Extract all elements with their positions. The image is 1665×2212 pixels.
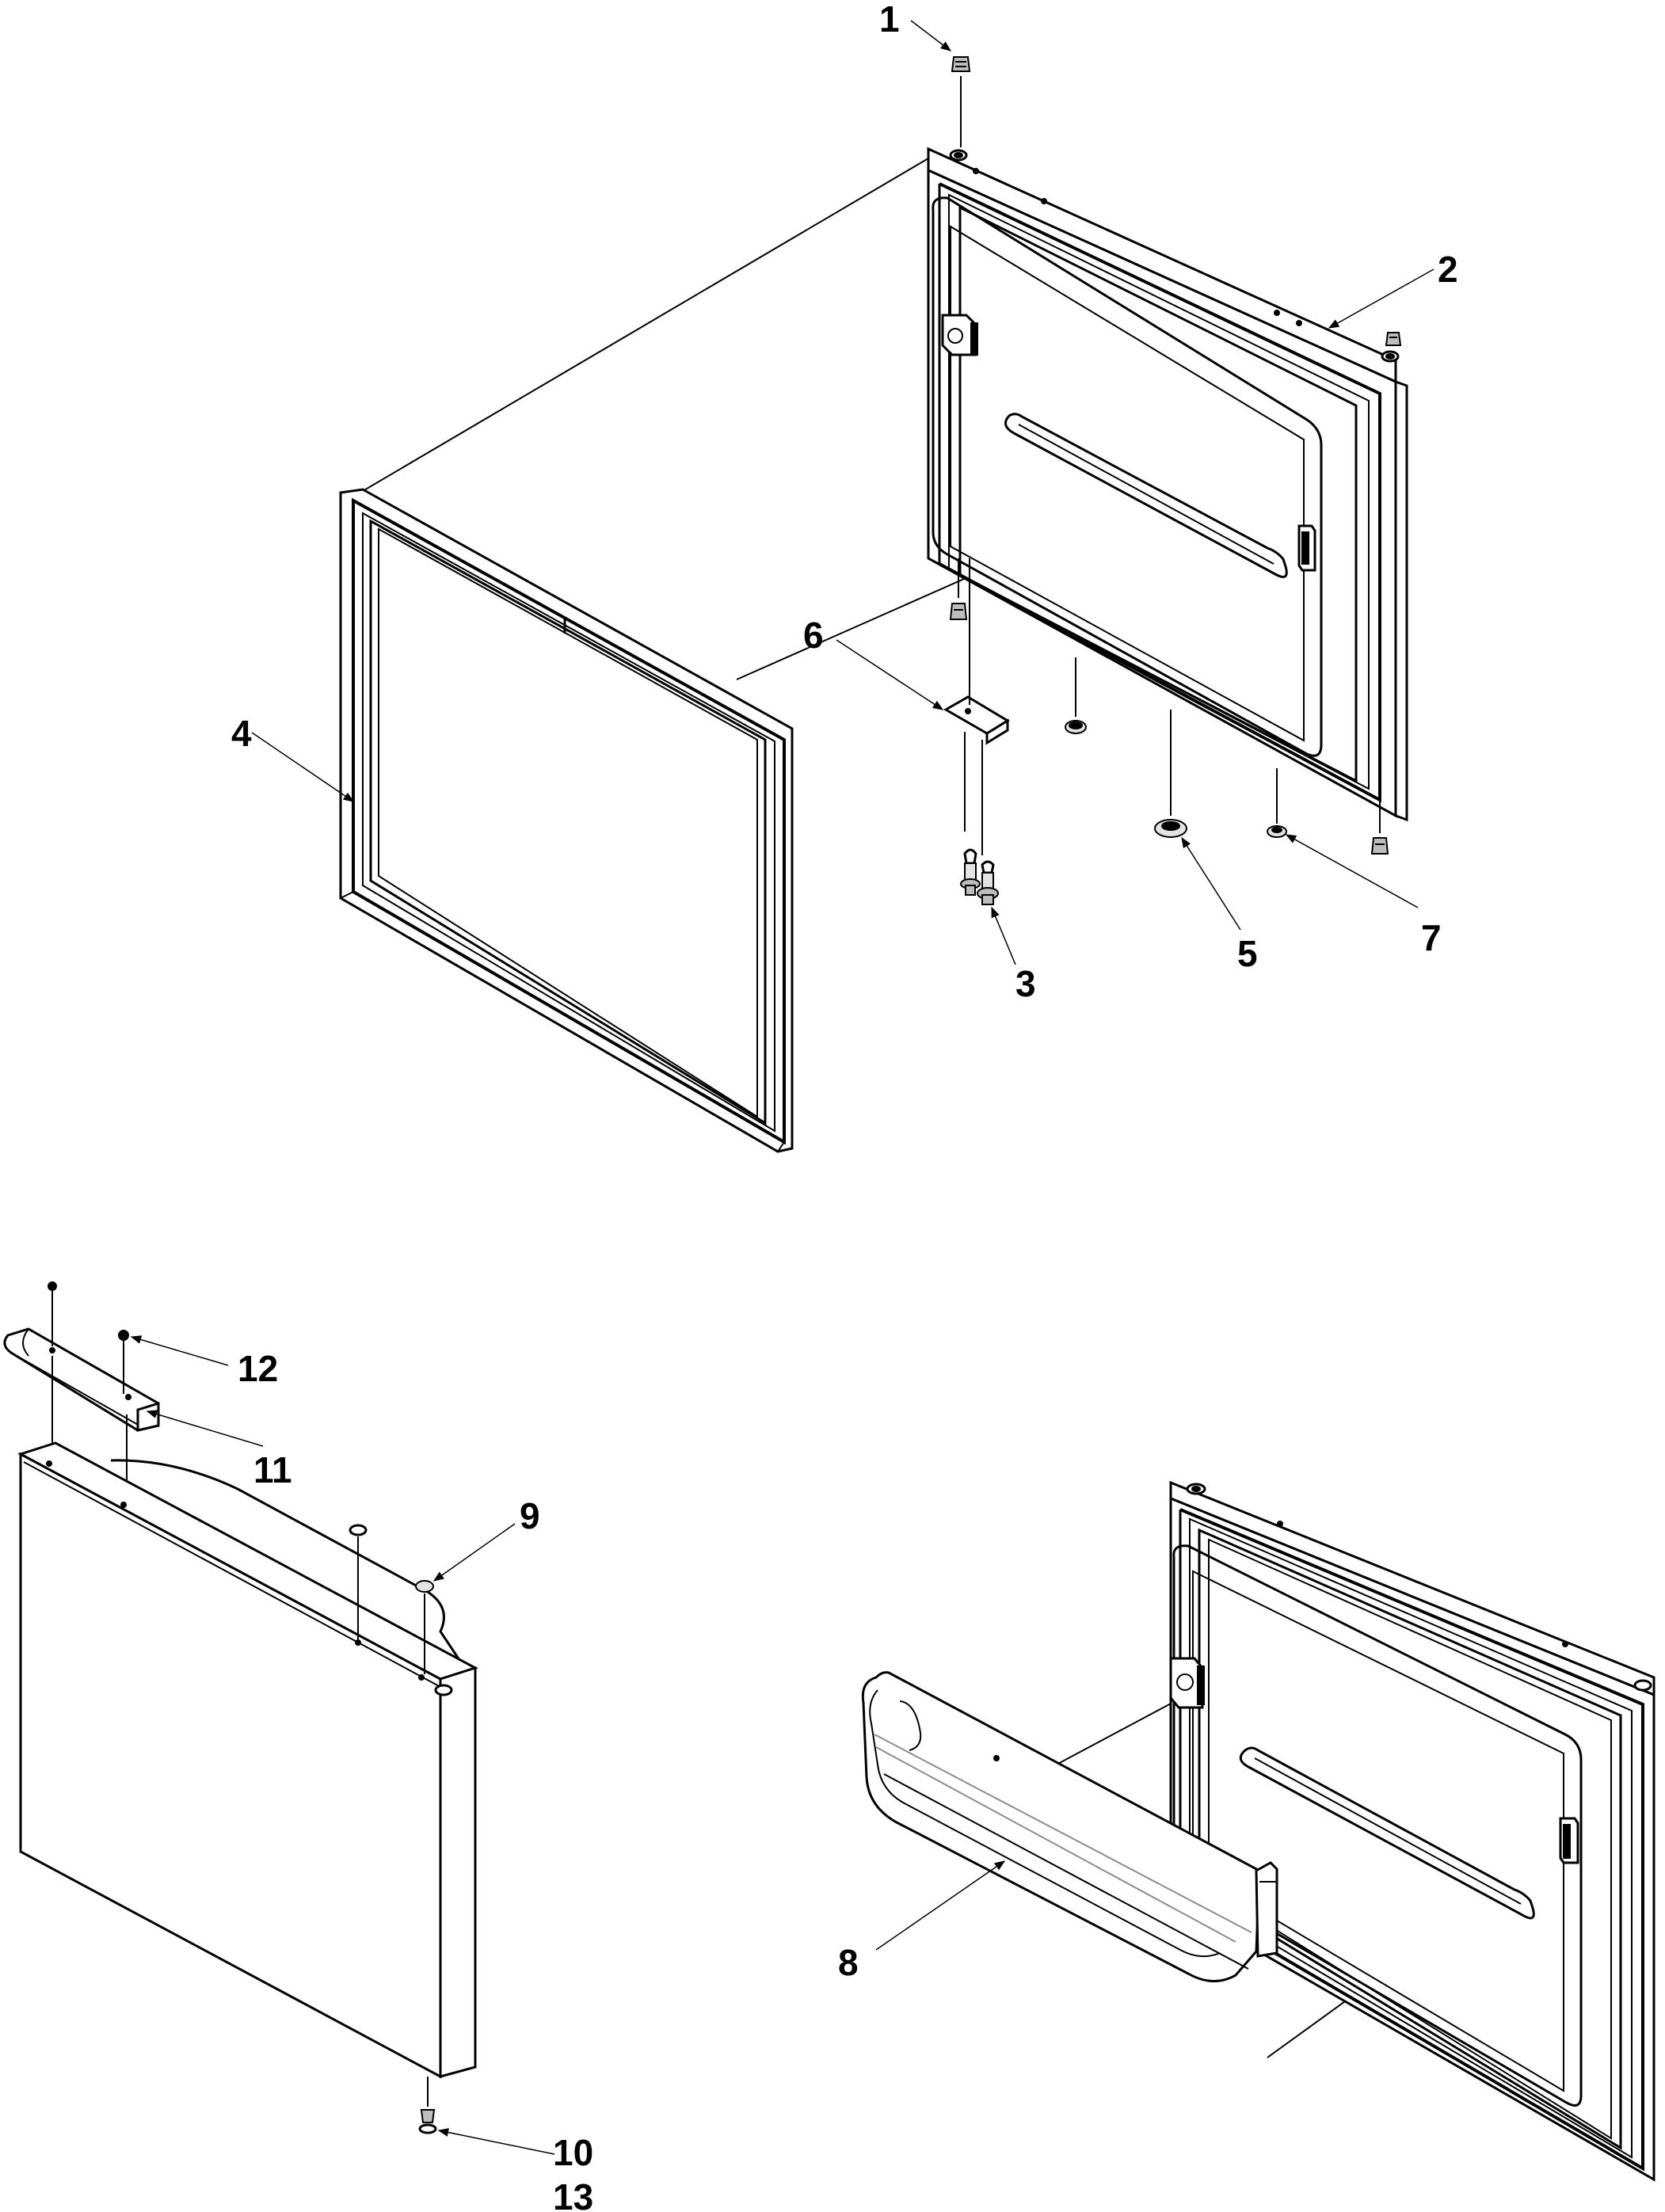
door-gasket-part-4	[339, 488, 794, 1153]
callout-9: 9	[520, 1495, 540, 1536]
freezer-door-liner	[1169, 1480, 1655, 2182]
callout-3: 3	[1015, 963, 1036, 1004]
callout-11: 11	[253, 1449, 292, 1491]
hinge-pin-part-3	[960, 848, 999, 905]
callout-7: 7	[1421, 917, 1442, 958]
screw-part-10	[418, 2077, 437, 2134]
callout-10: 10	[553, 2132, 593, 2173]
freezer-drawer-front	[17, 1441, 478, 2079]
door-handle-part-11	[3, 1327, 160, 1432]
callout-12: 12	[238, 1348, 278, 1389]
door-bin-part-8	[861, 1671, 1278, 1983]
door-assembly-part-2	[927, 147, 1408, 822]
callout-6: 6	[803, 615, 824, 656]
hinge-bushing-part-1	[951, 56, 971, 147]
washer-part-7	[1267, 768, 1287, 838]
callout-1: 1	[879, 0, 900, 40]
hinge-bracket-part-6	[943, 558, 1010, 855]
callout-2: 2	[1438, 249, 1458, 290]
callout-labels: 1 2 3 4 5 6 7 8 9 10 11 12 13	[231, 0, 1458, 2212]
door-stop-part-5	[1065, 657, 1187, 838]
hinge-bushing-right	[1385, 332, 1402, 346]
leader-lines	[130, 20, 1434, 2155]
callout-13: 13	[553, 2176, 593, 2212]
bottom-bushings	[949, 558, 1389, 855]
callout-8: 8	[838, 1942, 859, 1983]
callout-5: 5	[1237, 933, 1258, 974]
callout-4: 4	[231, 713, 252, 754]
hole-plugs-part-9	[349, 1524, 434, 1674]
